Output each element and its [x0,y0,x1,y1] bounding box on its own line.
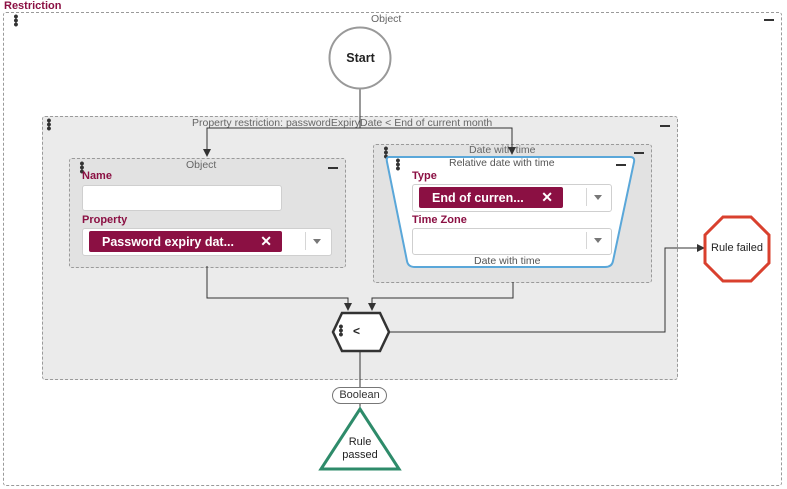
object-block-minimize-icon[interactable] [328,167,338,169]
restriction-title: Restriction [4,0,62,12]
relative-date-menu-icon[interactable]: ••• [395,152,401,176]
chevron-down-icon[interactable] [313,239,321,244]
rule-passed-line1: Rule [348,436,372,448]
property-restriction-caption: Property restriction: passwordExpiryDate… [192,117,493,129]
timezone-select[interactable] [412,228,612,255]
date-with-time-menu-icon[interactable]: ••• [383,140,389,164]
date-with-time-minimize-icon[interactable] [634,152,644,154]
property-select-separator [305,232,306,250]
type-label: Type [412,170,437,182]
remove-chip-icon[interactable]: ✕ [260,233,272,249]
property-chip: Password expiry dat... ✕ [89,231,282,252]
date-with-time-caption: Date with time [469,144,536,156]
property-chip-label: Password expiry dat... [102,234,234,249]
operator-node[interactable] [330,311,392,353]
relative-date-caption: Relative date with time [449,157,555,169]
restriction-menu-icon[interactable]: ••• [13,8,19,32]
date-with-time-footer-caption: Date with time [474,255,541,267]
relative-date-minimize-icon[interactable] [616,164,626,166]
object-block-menu-icon[interactable]: ••• [79,155,85,179]
timezone-label: Time Zone [412,214,467,226]
rule-passed-label: Rule passed [318,436,402,462]
type-chip: End of curren... ✕ [419,187,563,208]
rule-passed-node[interactable] [318,406,402,472]
boolean-pill: Boolean [332,387,387,404]
remove-chip-icon[interactable]: ✕ [541,189,553,205]
restriction-minimize-icon[interactable] [764,19,774,21]
property-label: Property [82,214,128,226]
start-label: Start [346,51,375,65]
chevron-down-icon[interactable] [594,195,602,200]
operator-label: < [353,324,361,338]
name-label: Name [82,170,112,182]
property-restriction-minimize-icon[interactable] [660,125,670,127]
name-input[interactable] [82,185,282,211]
rule-passed-line2: passed [342,449,378,461]
start-node[interactable] [328,26,393,91]
object-block-caption: Object [186,159,217,171]
timezone-select-separator [586,232,587,249]
type-select-separator [586,188,587,206]
restriction-caption: Object [371,13,402,25]
operator-menu-icon[interactable]: ••• [338,318,344,342]
rule-failed-node[interactable] [703,215,771,283]
rule-failed-label: Rule failed [711,242,763,254]
chevron-down-icon[interactable] [594,238,602,243]
property-restriction-menu-icon[interactable]: ••• [46,112,52,136]
type-chip-label: End of curren... [432,190,524,205]
